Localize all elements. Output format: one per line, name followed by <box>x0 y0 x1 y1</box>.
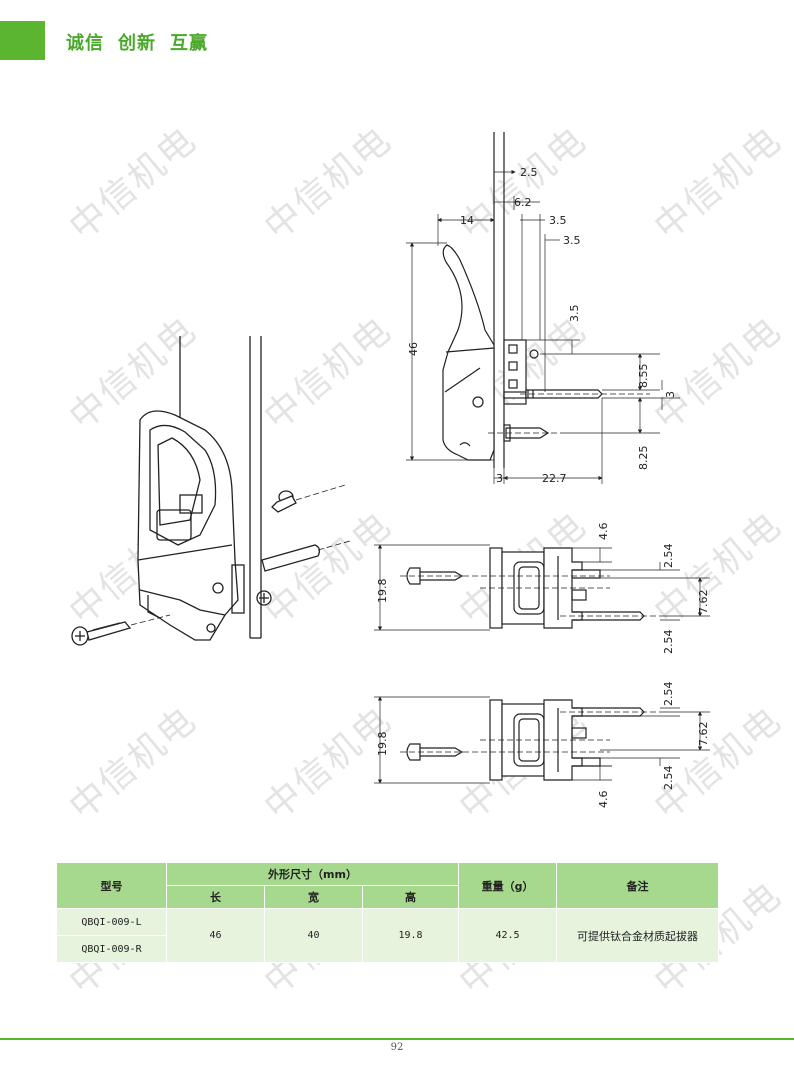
header-height: 高 <box>361 885 460 909</box>
dim-label: 7.62 <box>697 590 710 615</box>
dim-label: 3 <box>664 391 677 398</box>
dim-label: 3 <box>496 472 503 485</box>
model-cell: QBQI-009-L <box>56 908 167 936</box>
spec-table: 型号 外形尺寸（mm） 重量（g） 备注 长 宽 高 QBQI-009-L 46… <box>56 862 720 963</box>
dim-label: 46 <box>407 342 420 356</box>
top-view-left <box>400 547 660 629</box>
width-cell: 40 <box>264 908 363 963</box>
top-view-left-labels: 19.8 4.6 2.54 7.62 2.54 <box>376 523 710 655</box>
header-weight: 重量（g） <box>458 862 558 909</box>
side-view-labels: 2.5 6.2 3.5 3.5 14 46 3.5 8.55 3 8.25 3 … <box>407 166 677 485</box>
slogan-word-1: 诚信 <box>66 33 104 54</box>
dim-label: 22.7 <box>542 472 567 485</box>
table-row: QBQI-009-R <box>56 935 719 963</box>
dim-label: 4.6 <box>597 791 610 809</box>
header-length: 长 <box>166 885 265 909</box>
top-view-right-dimensions <box>374 696 710 784</box>
footer-divider <box>0 1038 794 1040</box>
header-note: 备注 <box>556 862 720 909</box>
model-cell: QBQI-009-R <box>56 935 167 963</box>
height-cell: 19.8 <box>361 908 460 963</box>
table-row: QBQI-009-L 46 40 19.8 42.5 可提供钛合金材质起拔器 <box>56 908 720 963</box>
header-width: 宽 <box>264 885 363 909</box>
dim-label: 2.54 <box>662 630 675 655</box>
dim-label: 19.8 <box>376 732 389 757</box>
weight-cell: 42.5 <box>458 908 558 963</box>
header-slogan: 诚信创新互赢 <box>66 29 222 55</box>
top-view-left-dimensions <box>374 544 710 631</box>
side-view-dimensions <box>406 169 680 484</box>
dim-label: 7.62 <box>697 722 710 747</box>
slogan-word-2: 创新 <box>118 33 156 54</box>
dim-label: 4.6 <box>597 523 610 541</box>
top-view-right-labels: 19.8 2.54 7.62 2.54 4.6 <box>376 682 710 809</box>
dim-label: 19.8 <box>376 579 389 604</box>
dim-label: 14 <box>460 214 474 227</box>
dim-label: 2.54 <box>662 544 675 569</box>
length-cell: 46 <box>166 908 265 963</box>
top-view-right <box>400 699 660 781</box>
dim-label: 2.54 <box>662 766 675 791</box>
dim-label: 8.55 <box>637 364 650 389</box>
header-outline: 外形尺寸（mm） <box>165 862 460 886</box>
isometric-view <box>71 336 351 646</box>
side-view <box>442 132 650 468</box>
note-cell: 可提供钛合金材质起拔器 <box>556 908 720 963</box>
slogan-word-3: 互赢 <box>170 33 208 54</box>
dim-label: 8.25 <box>637 446 650 471</box>
dim-label: 2.5 <box>520 166 538 179</box>
dim-label: 6.2 <box>514 196 532 209</box>
dim-label: 2.54 <box>662 682 675 707</box>
header-model: 型号 <box>56 862 167 909</box>
header-accent-block <box>0 21 45 60</box>
dim-label: 3.5 <box>568 305 581 323</box>
dim-label: 3.5 <box>563 234 581 247</box>
page-number: 92 <box>390 1042 404 1053</box>
dim-label: 3.5 <box>549 214 567 227</box>
